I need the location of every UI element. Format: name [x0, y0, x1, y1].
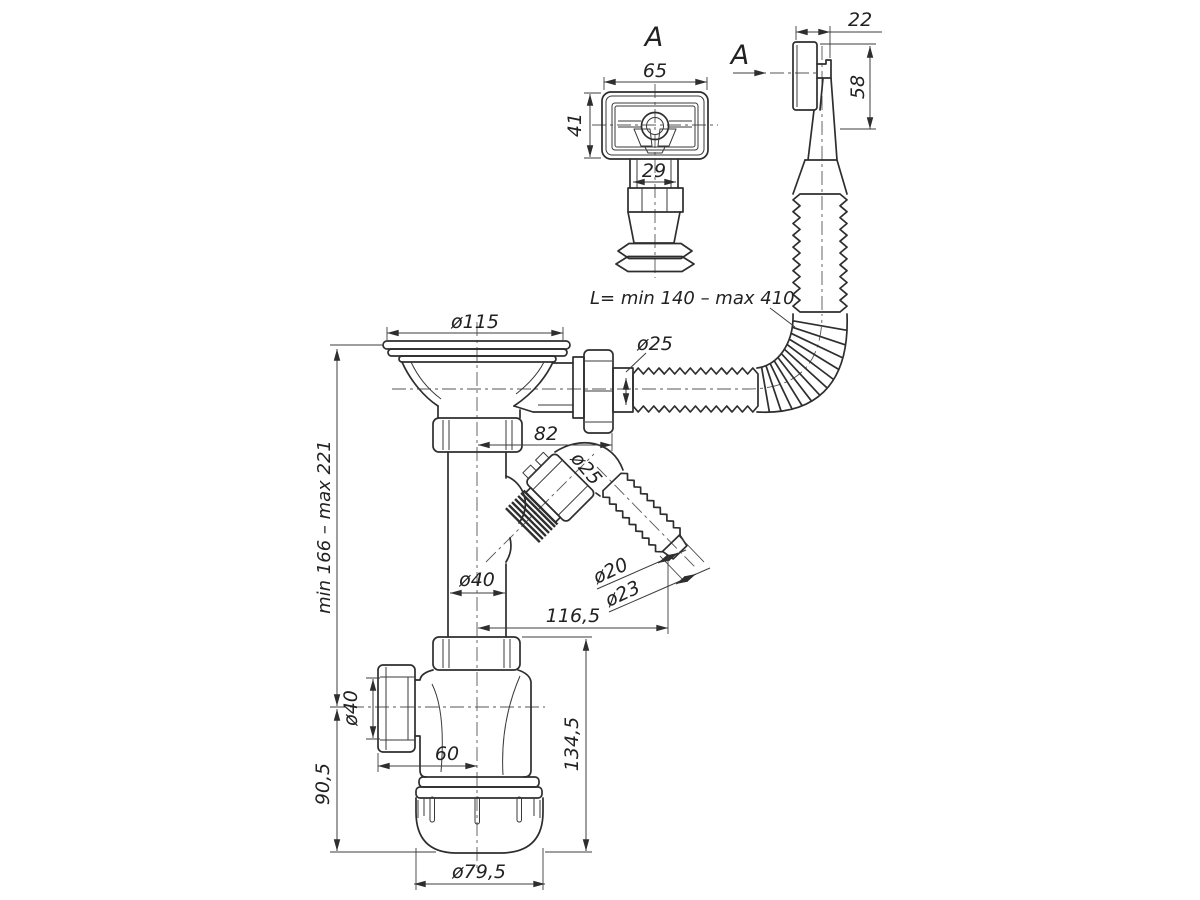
dim-branch-diameter: ø25	[566, 447, 607, 489]
lower-coupling-nut	[432, 636, 521, 671]
dim-pipe-diameter: ø40	[458, 569, 495, 591]
dim-hose-diameter: ø25	[636, 333, 673, 355]
trap-body	[414, 669, 532, 778]
branch-threaded-section	[505, 451, 595, 543]
overflow-barb-cone	[627, 211, 681, 244]
corrugated-hose-horizontal	[632, 367, 759, 413]
view-a-title: A	[643, 22, 663, 53]
dim-flange-diameter: ø115	[450, 311, 499, 333]
corrugated-hose-vertical	[792, 193, 848, 313]
dim-branch-reach: 116,5	[546, 605, 600, 627]
dim-overflow-height: 41	[564, 113, 586, 137]
bottle-trap	[377, 636, 544, 854]
overflow-screw-boss	[640, 111, 670, 141]
upper-coupling-nut	[432, 417, 523, 453]
overflow-hook	[816, 59, 832, 111]
dim-height-range: min 166 – max 221	[314, 440, 335, 614]
strainer-body	[382, 340, 759, 453]
dim-trap-outlet-diameter: ø40	[340, 690, 362, 727]
overflow-head-side-view	[756, 41, 848, 414]
dim-trap-outlet-height: 90,5	[312, 763, 334, 805]
outlet-hub	[572, 356, 585, 419]
hose-connector	[612, 367, 634, 413]
overflow-plate-front-view	[601, 91, 709, 273]
strainer-flange	[382, 340, 571, 350]
strainer-funnel	[401, 361, 554, 407]
dim-cup-diameter: ø79,5	[451, 861, 506, 883]
hose-taper	[792, 159, 848, 195]
overflow-stem	[629, 158, 679, 189]
dim-head-height: 58	[847, 75, 869, 99]
dimensions: A A 65 41 29 22 58 L= min 140 – max 410 …	[312, 9, 882, 890]
branch-nut	[526, 453, 595, 522]
dim-overflow-width: 65	[643, 60, 667, 82]
section-arrow-label: A	[729, 40, 749, 71]
hose-length-label: L= min 140 – max 410	[590, 288, 795, 309]
dim-trap-height: 134,5	[561, 717, 583, 771]
dim-overflow-stem: 29	[642, 160, 666, 182]
dim-outlet-length: 82	[534, 423, 558, 445]
overflow-plate-side	[792, 41, 818, 111]
trap-cup-ring	[418, 776, 540, 788]
overflow-plate-outer	[601, 91, 709, 160]
dim-plate-thickness: 22	[848, 9, 872, 31]
trap-cup	[415, 797, 544, 854]
corrugated-hose-bend	[756, 313, 848, 414]
dim-trap-outlet-length: 60	[435, 743, 459, 765]
trap-side-nut	[377, 664, 416, 753]
